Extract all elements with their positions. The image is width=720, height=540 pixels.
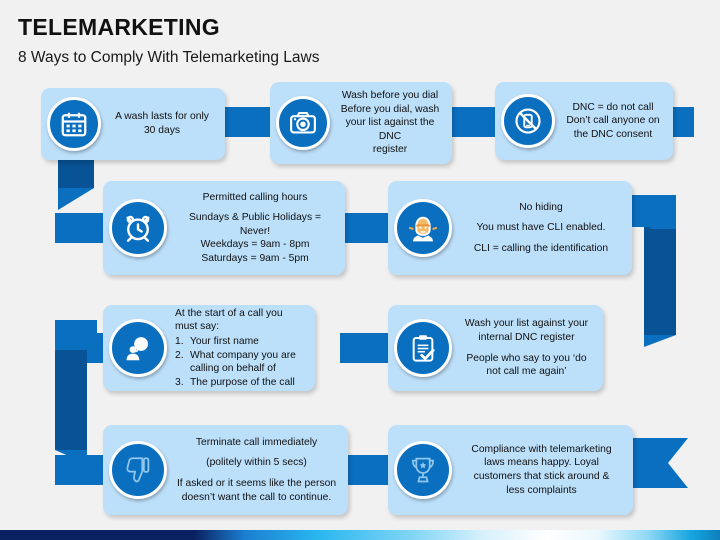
card-lead-line: At the start of a call you must say: [175,307,283,333]
card-dnc-do-not-call[interactable]: DNC = do not call Don’t call anyone on t… [495,82,673,160]
page-title: TELEMARKETING [18,14,220,40]
card-line: your list against the DNC [345,117,435,142]
card-line: less complaints [506,484,577,496]
card-line: not call me again’ [486,366,567,378]
card-line: 30 days [143,125,181,136]
washing-machine-icon [276,96,330,150]
card-line: Compliance with telemarketing [471,443,612,455]
card-line: register [372,144,408,156]
card-spacer [175,470,338,477]
card-wash-before-you-dial[interactable]: Wash before you dial Before you dial, wa… [270,82,452,164]
card-text: Wash your list against your internal DNC… [460,317,593,378]
card-start-of-call-script[interactable]: At the start of a call you must say: 1. … [103,305,315,391]
card-no-hiding-cli[interactable]: No hiding You must have CLI enabled. CLI… [388,181,632,275]
card-compliance-benefits[interactable]: Compliance with telemarketing laws means… [388,425,633,515]
card-spacer [175,449,338,456]
list-number: 3. [175,376,184,388]
card-line: internal DNC register [478,331,575,343]
card-line: laws means happy. Loyal [484,457,599,469]
card-line: CLI = calling the identification [473,242,609,254]
clipboard-check-icon [394,319,452,377]
person-hiding-icon [394,199,452,257]
card-line: If asked or it seems like the person [176,478,337,489]
card-spacer [175,204,335,211]
thumbs-down-icon [109,441,167,499]
card-line: Before you dial, wash [340,103,440,115]
alarm-clock-icon [109,199,167,257]
card-spacer [460,235,622,242]
card-terminate-call[interactable]: Terminate call immediately (politely wit… [103,425,348,515]
trophy-icon [394,441,452,499]
list-item: 3. The purpose of the call [175,376,305,390]
card-permitted-calling-hours[interactable]: Permitted calling hours Sundays & Public… [103,181,345,275]
card-wash-30-days[interactable]: A wash lasts for only 30 days [41,88,225,160]
list-item: 2. What company you are calling on behal… [175,349,305,376]
card-line: Permitted calling hours [202,191,308,203]
ribbon-right-fold [632,195,676,229]
card-line: No hiding [519,201,563,213]
card-line: You must have CLI enabled. [476,222,606,234]
card-line: Wash your list against your [464,318,589,330]
no-phone-icon [501,94,555,148]
list-number: 2. [175,349,184,361]
card-line: Terminate call immediately [195,436,318,448]
person-speech-icon [109,319,167,377]
card-line: Sundays & Public Holidays = [189,212,321,224]
list-item: 1. Your first name [175,335,305,349]
ribbon-left-row3-fold [55,320,97,352]
card-line: doesn’t want the call to continue. [181,491,332,503]
card-line: Weekdays = 9am - 8pm [200,239,310,251]
card-internal-dnc-register[interactable]: Wash your list against your internal DNC… [388,305,603,391]
card-line: Wash before you dial [341,90,439,102]
card-line: DNC = do not call [572,101,654,113]
card-line: (politely within 5 secs) [206,457,307,469]
card-line: Never! [239,225,271,237]
card-text: No hiding You must have CLI enabled. CLI… [460,201,622,256]
page-subtitle: 8 Ways to Comply With Telemarketing Laws [18,49,320,66]
card-line: Don’t call anyone on [566,115,660,127]
list-number: 1. [175,335,184,347]
card-text: At the start of a call you must say: 1. … [175,307,305,389]
ribbon-tail-right-row4 [630,438,688,488]
calendar-icon [47,97,101,151]
bottom-gradient-bar [0,530,720,540]
card-text: Permitted calling hours Sundays & Public… [175,191,335,266]
card-line: Saturdays = 9am - 5pm [201,252,309,264]
numbered-list: 1. Your first name 2. What company you a… [175,335,305,389]
card-text: Compliance with telemarketing laws means… [460,443,623,497]
list-text: Your first name [190,335,259,347]
card-spacer [460,345,593,352]
card-line: A wash lasts for only [115,111,209,123]
card-line: the DNC consent [573,128,653,140]
card-text: Terminate call immediately (politely wit… [175,436,338,504]
card-spacer [460,214,622,221]
card-line: customers that stick around & [473,471,610,482]
card-line: People who say to you ‘do [466,352,587,364]
card-text: A wash lasts for only 30 days [109,110,215,137]
list-text: What company you are calling on behalf o… [190,349,296,375]
list-text: The purpose of the call [190,376,295,388]
card-text: Wash before you dial Before you dial, wa… [338,89,442,157]
card-text: DNC = do not call Don’t call anyone on t… [563,101,663,142]
